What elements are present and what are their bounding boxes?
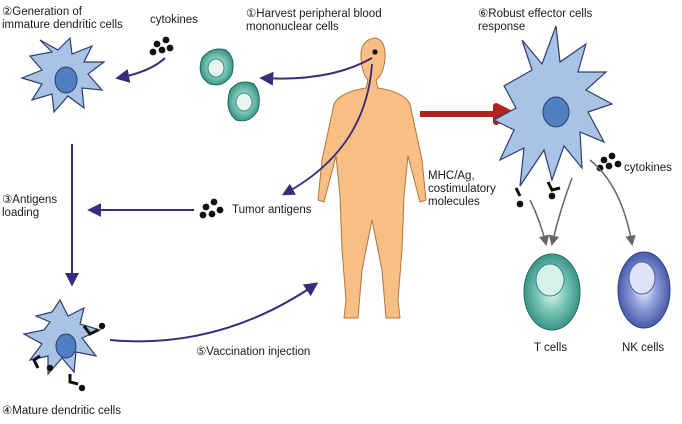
arrow-body-to-tumor [281, 63, 373, 196]
nk-cells-label: NK cells [622, 342, 665, 354]
step2-label: ②Generation of immature dendritic cells [2, 6, 123, 31]
t-cells-label: T cells [534, 342, 568, 354]
t-cell [523, 253, 581, 331]
pbmc-cells [199, 48, 260, 122]
step6-label: ⑥Robust effector cells response [478, 8, 593, 33]
arrow-to-t-cells-2 [548, 177, 573, 247]
mature-dendritic-cell [22, 298, 106, 392]
cytokine-dots-right [596, 152, 622, 172]
step4-label: ④Mature dendritic cells [2, 405, 121, 417]
arrow-cytokines-to-dc [115, 57, 166, 83]
tumor-antigen-dots [199, 198, 224, 219]
cytokines-right-label: cytokines [624, 162, 672, 174]
arrow-to-t-cells-1 [529, 199, 550, 247]
human-body [317, 37, 427, 319]
immature-dendritic-cell [20, 36, 106, 114]
arrow-vaccination [109, 282, 319, 343]
tumor-antigens-label: Tumor antigens [232, 204, 312, 216]
nk-cell [617, 251, 671, 329]
effector-dendritic-cell [492, 25, 614, 208]
cytokines-left-label: cytokines [150, 14, 198, 26]
step1-label: ①Harvest peripheral blood mononuclear ce… [246, 8, 382, 33]
arrow-to-nk-cells [589, 159, 636, 247]
mhc-label: MHC/Ag, costimulatory molecules [428, 170, 496, 208]
cytokine-dots-left [149, 36, 174, 56]
step3-label: ③Antigens loading [2, 194, 58, 219]
injection-site-dot [372, 49, 378, 55]
step5-label: ⑤Vaccination injection [196, 346, 311, 358]
arrow-body-to-pbmc [259, 57, 373, 86]
